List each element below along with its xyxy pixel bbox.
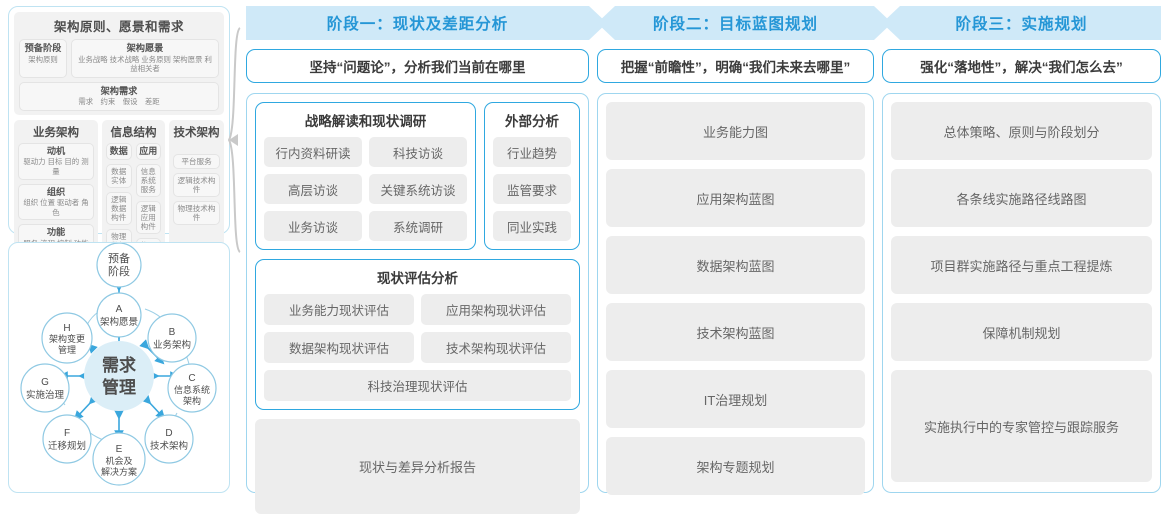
external-chip[interactable]: 行业趋势 [493, 137, 571, 167]
stage-2-body: 业务能力图 应用架构蓝图 数据架构蓝图 技术架构蓝图 IT治理规划 架构专题规划 [597, 93, 874, 495]
assessment-card-title: 现状评估分析 [377, 271, 458, 286]
svg-text:架构: 架构 [183, 395, 201, 406]
stage-3-body: 总体策略、原则与阶段划分 各条线实施路径线路图 项目群实施路径与重点工程提炼 保… [882, 93, 1161, 493]
svg-text:C: C [188, 373, 195, 384]
svg-text:H: H [63, 323, 70, 334]
svg-text:信息系统: 信息系统 [174, 384, 210, 395]
adm-prep-line2: 阶段 [108, 264, 130, 278]
adm-cycle-panel: 需求 管理 预备 阶段 A 架构愿景 B 业务架构 C 信息系统 架构 [8, 242, 230, 493]
stage-3-banner: 阶段三：实施规划 [882, 6, 1161, 40]
research-card-title: 战略解读和现状调研 [304, 114, 427, 129]
stage-1-subtitle[interactable]: 坚持“问题论”，分析我们当前在哪里 [246, 49, 589, 83]
technology-architecture-title: 技术架构 [173, 126, 220, 139]
stage-3-subtitle[interactable]: 强化“落地性”，解决“我们怎么去” [882, 49, 1161, 83]
left-column: 架构原则、愿景和需求 预备阶段 架构原则 架构愿景 业务战略 技术战略 业务原则… [8, 6, 230, 493]
architecture-vision-cell: 架构愿景 业务战略 技术战略 业务原则 架构愿景 利益相关者 [71, 39, 219, 78]
prep-phase-cell: 预备阶段 架构原则 [19, 39, 67, 78]
external-analysis-title: 外部分析 [505, 114, 559, 129]
research-chip[interactable]: 业务访谈 [264, 211, 362, 241]
requirement-head: 架构需求 [100, 85, 138, 96]
assessment-chip[interactable]: 应用架构现状评估 [421, 294, 571, 325]
implementation-chip[interactable]: 实施执行中的专家管控与跟踪服务 [891, 370, 1152, 482]
research-chip[interactable]: 系统调研 [369, 211, 467, 241]
stage-1-banner: 阶段一：现状及差距分析 [246, 6, 607, 40]
stage-1: 阶段一：现状及差距分析 坚持“问题论”，分析我们当前在哪里 战略解读和现状调研 … [246, 6, 607, 514]
research-chip[interactable]: 高层访谈 [264, 174, 362, 204]
external-chip[interactable]: 监管要求 [493, 174, 571, 204]
assessment-chip[interactable]: 技术架构现状评估 [421, 332, 571, 363]
svg-text:业务架构: 业务架构 [153, 339, 191, 351]
research-card: 战略解读和现状调研 行内资料研读 科技访谈 高层访谈 关键系统访谈 [255, 102, 476, 250]
svg-text:E: E [116, 444, 123, 455]
vision-head: 架构愿景 [126, 43, 164, 53]
svg-text:管理: 管理 [58, 344, 76, 355]
svg-text:架构变更: 架构变更 [49, 333, 85, 344]
research-chip[interactable]: 科技访谈 [369, 137, 467, 167]
svg-text:架构愿景: 架构愿景 [100, 316, 138, 328]
svg-text:F: F [64, 428, 70, 439]
adm-prep-line1: 预备 [108, 251, 130, 265]
assessment-chip[interactable]: 业务能力现状评估 [264, 294, 414, 325]
stage-2-subtitle[interactable]: 把握“前瞻性”，明确“我们未来去哪里” [597, 49, 874, 83]
brace-connector-icon [228, 27, 241, 253]
stage-2-banner: 阶段二：目标蓝图规划 [597, 6, 892, 40]
business-item: 组织 组织 位置 驱动者 角色 [18, 183, 94, 221]
svg-text:迁移规划: 迁移规划 [48, 440, 86, 452]
stages-container: 阶段一：现状及差距分析 坚持“问题论”，分析我们当前在哪里 战略解读和现状调研 … [246, 6, 1161, 514]
svg-text:解决方案: 解决方案 [101, 466, 137, 477]
adm-center-line1: 需求 [102, 355, 136, 375]
svg-text:D: D [165, 428, 172, 439]
implementation-chip[interactable]: 各条线实施路径线路图 [891, 169, 1152, 227]
blueprint-chip[interactable]: 数据架构蓝图 [606, 236, 865, 294]
adm-center-line2: 管理 [102, 377, 136, 397]
svg-text:G: G [41, 377, 49, 388]
prep-sub: 架构原则 [28, 54, 58, 64]
svg-text:技术架构: 技术架构 [150, 440, 188, 452]
research-chip[interactable]: 行内资料研读 [264, 137, 362, 167]
stage-1-banner-label: 阶段一：现状及差距分析 [326, 16, 509, 33]
implementation-chip[interactable]: 保障机制规划 [891, 303, 1152, 361]
svg-text:实施治理: 实施治理 [26, 389, 65, 401]
implementation-chip[interactable]: 总体策略、原则与阶段划分 [891, 102, 1152, 160]
stage-2: 阶段二：目标蓝图规划 把握“前瞻性”，明确“我们未来去哪里” 业务能力图 应用架… [597, 6, 892, 495]
external-chip[interactable]: 同业实践 [493, 211, 571, 241]
blueprint-chip[interactable]: 技术架构蓝图 [606, 303, 865, 361]
prep-head: 预备阶段 [24, 43, 62, 53]
business-item: 动机 驱动力 目标 目的 测量 [18, 142, 94, 180]
assessment-chip[interactable]: 数据架构现状评估 [264, 332, 414, 363]
external-analysis-card: 外部分析 行业趋势 监管要求 同业实践 [484, 102, 580, 250]
research-chip[interactable]: 关键系统访谈 [369, 174, 467, 204]
report-chip[interactable]: 现状与差异分析报告 [255, 419, 580, 514]
implementation-chip[interactable]: 项目群实施路径与重点工程提炼 [891, 236, 1152, 294]
business-architecture-title: 业务架构 [33, 126, 79, 139]
stage-2-banner-label: 阶段二：目标蓝图规划 [652, 16, 818, 33]
stage-3: 阶段三：实施规划 强化“落地性”，解决“我们怎么去” 总体策略、原则与阶段划分 … [882, 6, 1161, 493]
blueprint-chip[interactable]: IT治理规划 [606, 370, 865, 428]
blueprint-chip[interactable]: 业务能力图 [606, 102, 865, 160]
information-structure-title: 信息结构 [110, 126, 157, 139]
assessment-chip-full[interactable]: 科技治理现状评估 [264, 370, 571, 401]
blueprint-chip[interactable]: 架构专题规划 [606, 437, 865, 495]
requirement-sub: 需求 约束 假设 差距 [78, 97, 160, 107]
infographic-root: 架构原则、愿景和需求 预备阶段 架构原则 架构愿景 业务战略 技术战略 业务原则… [8, 6, 1161, 514]
architecture-requirement-cell: 架构需求 需求 约束 假设 差距 [19, 81, 219, 111]
svg-text:机会及: 机会及 [105, 455, 132, 466]
adm-cycle-diagram: 需求 管理 预备 阶段 A 架构愿景 B 业务架构 C 信息系统 架构 [20, 243, 217, 486]
togaf-content-framework-panel: 架构原则、愿景和需求 预备阶段 架构原则 架构愿景 业务战略 技术战略 业务原则… [8, 6, 230, 330]
vision-sub: 业务战略 技术战略 业务原则 架构愿景 利益相关者 [78, 54, 212, 74]
assessment-card: 现状评估分析 业务能力现状评估 应用架构现状评估 数据架构现状评估 技术架构现状… [255, 259, 580, 410]
band-title: 架构原则、愿景和需求 [53, 20, 184, 34]
svg-text:A: A [116, 304, 123, 315]
stage-1-body: 战略解读和现状调研 行内资料研读 科技访谈 高层访谈 关键系统访谈 [246, 93, 589, 514]
architecture-principles-band: 架构原则、愿景和需求 预备阶段 架构原则 架构愿景 业务战略 技术战略 业务原则… [14, 12, 224, 115]
stage-3-banner-label: 阶段三：实施规划 [955, 16, 1088, 33]
svg-text:B: B [169, 327, 176, 338]
blueprint-chip[interactable]: 应用架构蓝图 [606, 169, 865, 227]
